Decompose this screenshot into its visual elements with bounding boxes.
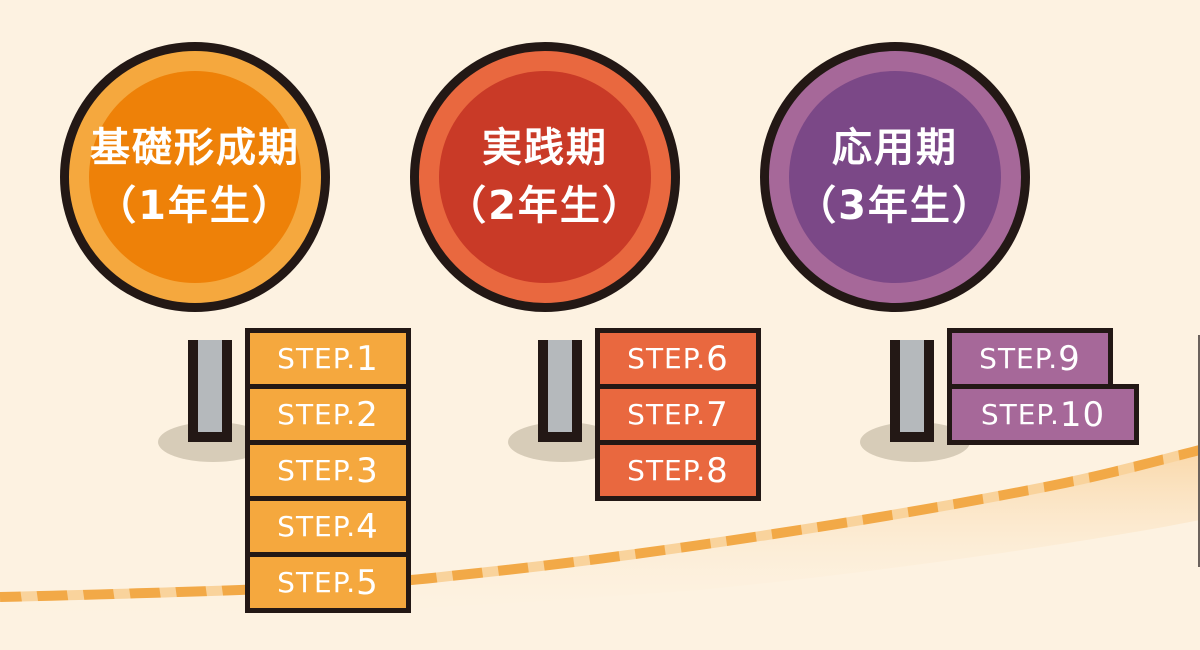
step-badge: STEP.5 bbox=[245, 552, 411, 613]
sign-pole bbox=[890, 340, 934, 442]
step-list: STEP.1 STEP.2 STEP.3 STEP.4 STEP.5 bbox=[245, 328, 411, 613]
sign-pole bbox=[188, 340, 232, 442]
stage-sign: 基礎形成期 （1年生） bbox=[60, 42, 330, 312]
stage-year: （2年生） bbox=[446, 183, 644, 229]
stage-year: （3年生） bbox=[796, 183, 994, 229]
stage-sign: 実践期 （2年生） bbox=[410, 42, 680, 312]
step-list: STEP.9 STEP.10 bbox=[947, 328, 1139, 445]
step-badge: STEP.9 bbox=[947, 328, 1113, 389]
stage-year: （1年生） bbox=[96, 183, 294, 229]
step-badge: STEP.1 bbox=[245, 328, 411, 389]
step-badge: STEP.6 bbox=[595, 328, 761, 389]
step-badge: STEP.7 bbox=[595, 384, 761, 445]
step-badge: STEP.4 bbox=[245, 496, 411, 557]
stage-title: 実践期 bbox=[482, 125, 608, 171]
step-badge: STEP.2 bbox=[245, 384, 411, 445]
stage-title: 基礎形成期 bbox=[90, 125, 300, 171]
step-list: STEP.6 STEP.7 STEP.8 bbox=[595, 328, 761, 501]
stage-sign: 応用期 （3年生） bbox=[760, 42, 1030, 312]
stage-title: 応用期 bbox=[832, 125, 958, 171]
sign-pole bbox=[538, 340, 582, 442]
step-badge: STEP.3 bbox=[245, 440, 411, 501]
step-badge: STEP.10 bbox=[947, 384, 1139, 445]
edge-divider bbox=[1198, 335, 1200, 567]
step-badge: STEP.8 bbox=[595, 440, 761, 501]
